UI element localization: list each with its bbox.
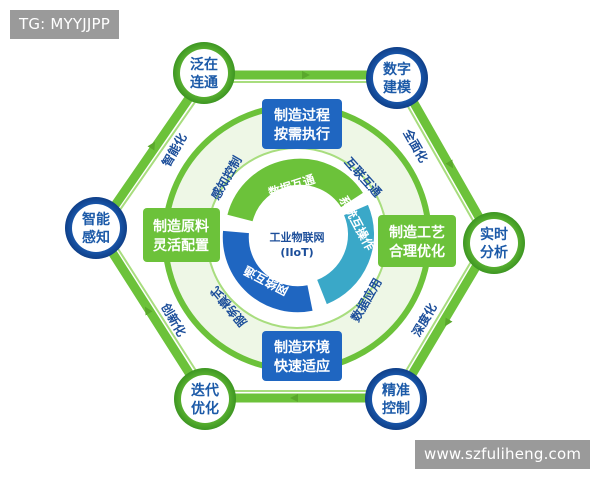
center-title: 工业物联网 xyxy=(270,230,325,244)
core-arc-green xyxy=(227,158,363,222)
watermark-url: www.szfuliheng.com xyxy=(415,440,591,469)
svg-text:控制: 控制 xyxy=(382,400,410,417)
svg-text:制造工艺: 制造工艺 xyxy=(389,224,445,241)
node-ubiquitous: 泛在 连通 xyxy=(173,42,235,104)
svg-text:合理优化: 合理优化 xyxy=(389,243,445,260)
svg-text:分析: 分析 xyxy=(480,244,508,261)
svg-text:泛在: 泛在 xyxy=(190,56,218,73)
node-analysis: 实时 分析 xyxy=(463,212,525,274)
node-control: 精准 控制 xyxy=(365,368,427,430)
center-subtitle: (IIoT) xyxy=(280,246,313,259)
svg-text:灵活配置: 灵活配置 xyxy=(153,237,209,254)
svg-text:快速适应: 快速适应 xyxy=(274,358,330,375)
svg-text:精准: 精准 xyxy=(382,382,410,399)
svg-text:制造原料: 制造原料 xyxy=(153,218,209,235)
box-environment: 制造环境 快速适应 xyxy=(262,331,342,381)
svg-text:优化: 优化 xyxy=(191,400,219,417)
svg-text:实时: 实时 xyxy=(480,226,508,243)
center-disc xyxy=(263,211,331,279)
svg-text:连通: 连通 xyxy=(190,74,218,91)
svg-text:按需执行: 按需执行 xyxy=(274,126,330,143)
svg-text:智能: 智能 xyxy=(81,211,110,228)
svg-text:数字: 数字 xyxy=(383,61,411,78)
box-process: 制造过程 按需执行 xyxy=(262,99,342,149)
node-iteration: 迭代 优化 xyxy=(174,368,236,430)
watermark-tag: TG: MYYJJPP xyxy=(10,10,120,39)
svg-text:制造过程: 制造过程 xyxy=(274,107,330,124)
svg-text:迭代: 迭代 xyxy=(191,382,219,399)
svg-text:制造环境: 制造环境 xyxy=(274,339,330,356)
svg-text:感知: 感知 xyxy=(82,229,110,246)
node-perception: 智能 感知 xyxy=(65,197,127,259)
box-material: 制造原料 灵活配置 xyxy=(143,208,220,262)
svg-text:建模: 建模 xyxy=(383,79,412,96)
core-arc-teal xyxy=(316,204,374,305)
node-modeling: 数字 建模 xyxy=(366,47,428,109)
box-craft: 制造工艺 合理优化 xyxy=(378,215,456,267)
core-arc-blue xyxy=(222,230,313,313)
